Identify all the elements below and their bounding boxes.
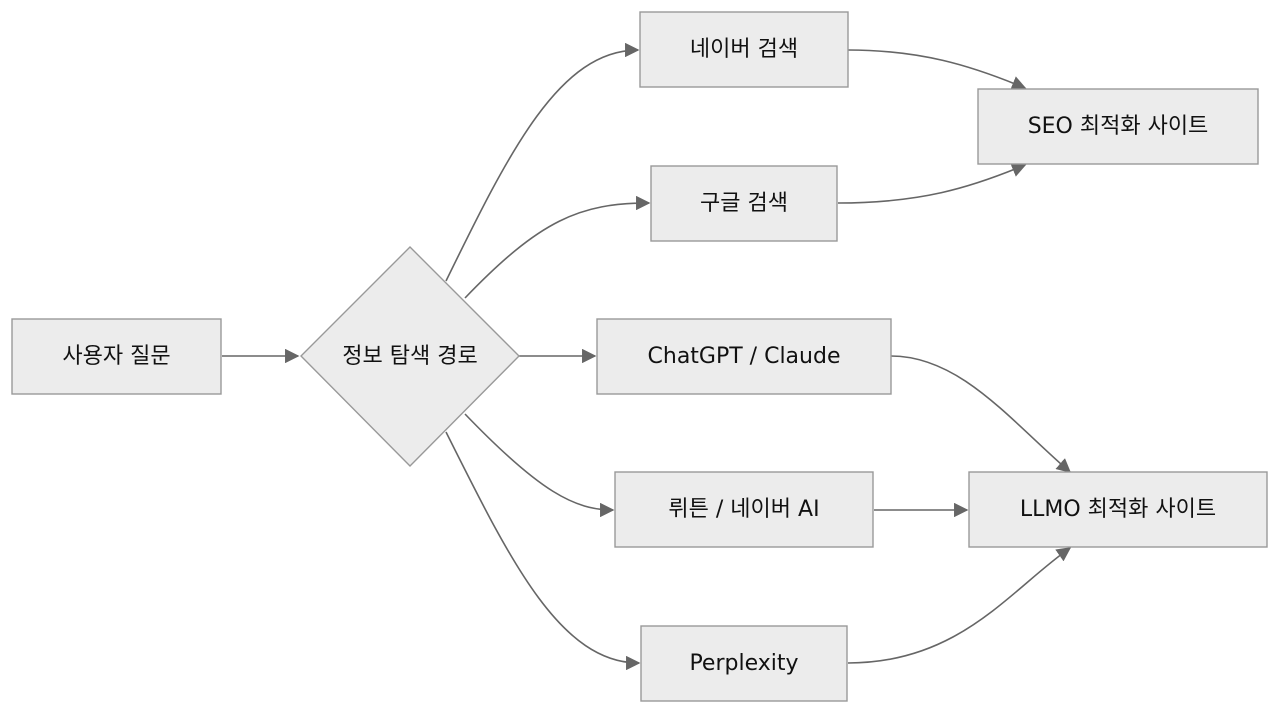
node-seo-site-label: SEO 최적화 사이트 <box>1028 114 1209 139</box>
node-chatgpt-claude-box <box>596 318 892 395</box>
node-naver-search-box <box>639 11 849 88</box>
edge-search-path-to-naver <box>445 42 640 282</box>
node-google-search-box <box>650 165 838 242</box>
node-seo-site: SEO 최적화 사이트 <box>977 88 1259 165</box>
node-naver-search: 네이버 검색 <box>639 11 849 88</box>
node-wrtn-naver-ai: 뤼튼 / 네이버 AI <box>614 471 874 548</box>
node-perplexity-label: Perplexity <box>689 651 798 676</box>
node-seo-site-box <box>977 88 1259 165</box>
node-chatgpt-claude: ChatGPT / Claude <box>596 318 892 395</box>
edge-search-path-to-google <box>464 195 651 299</box>
edge-search-path-to-perplexity <box>445 431 641 671</box>
edges <box>222 42 1072 671</box>
edge-google-to-seo <box>837 163 1027 204</box>
node-wrtn-naver-ai-label: 뤼튼 / 네이버 AI <box>668 497 819 522</box>
node-info-search-path-diamond <box>300 246 520 467</box>
node-user-question: 사용자 질문 <box>11 318 222 395</box>
edge-perplexity-to-llmo <box>847 547 1072 664</box>
node-user-question-box <box>11 318 222 395</box>
node-llmo-site: LLMO 최적화 사이트 <box>968 471 1268 548</box>
edge-search-path-to-wrtn <box>464 413 615 518</box>
edge-chatgpt-to-llmo <box>890 355 1072 473</box>
node-user-question-label: 사용자 질문 <box>62 344 170 369</box>
node-llmo-site-box <box>968 471 1268 548</box>
node-perplexity-box <box>640 625 848 702</box>
node-perplexity: Perplexity <box>640 625 848 702</box>
edge-naver-to-seo <box>847 49 1027 90</box>
node-wrtn-naver-ai-box <box>614 471 874 548</box>
node-info-search-path-label: 정보 탐색 경로 <box>342 344 477 369</box>
node-google-search-label: 구글 검색 <box>700 191 788 216</box>
node-llmo-site-label: LLMO 최적화 사이트 <box>1020 497 1216 522</box>
node-info-search-path: 정보 탐색 경로 <box>300 246 520 467</box>
node-naver-search-label: 네이버 검색 <box>690 37 798 62</box>
node-chatgpt-claude-label: ChatGPT / Claude <box>648 344 841 369</box>
node-google-search: 구글 검색 <box>650 165 838 242</box>
